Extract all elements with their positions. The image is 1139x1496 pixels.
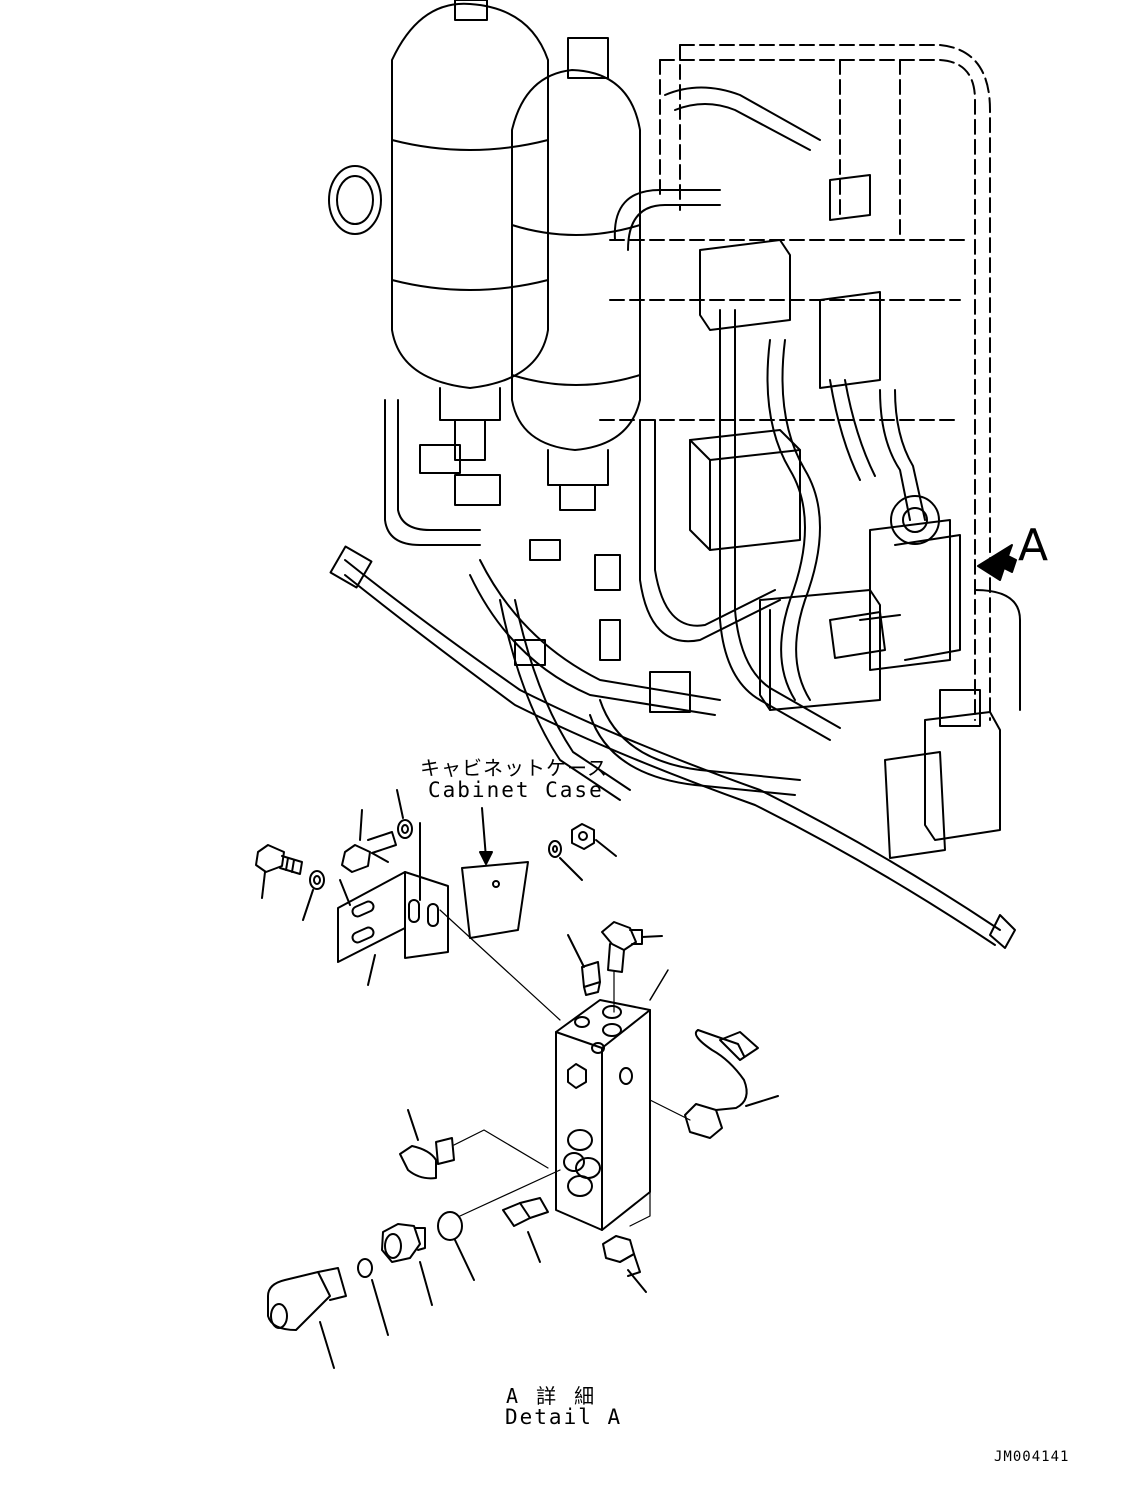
detail-a-label-jp: A 詳 細 <box>506 1384 598 1408</box>
straight-fitting-mid <box>502 1197 549 1263</box>
valve-block <box>555 969 669 1231</box>
pressure-sensor-harness <box>649 1029 779 1139</box>
elbow-fitting-top <box>601 921 663 1013</box>
cabinet-case-leader <box>481 807 487 859</box>
callout-arrow-a <box>977 544 1017 581</box>
washer-left <box>302 870 325 921</box>
valve-blocks <box>419 174 1021 859</box>
o-ring-large <box>437 1169 561 1281</box>
drawing-number: JM004141 <box>994 1449 1070 1465</box>
straight-fitting-top <box>567 934 601 996</box>
bolt-left <box>255 844 303 899</box>
hose-fitting <box>267 1267 347 1369</box>
callout-label-a: A <box>1018 520 1049 571</box>
hydraulic-assembly <box>328 0 1021 949</box>
accumulator-tank-rear <box>328 0 549 461</box>
accumulator-tank-front <box>511 37 641 511</box>
cabinet-case-label-en: Cabinet Case <box>428 778 604 802</box>
detail-a-label-en: Detail A <box>505 1405 623 1429</box>
washer-right <box>548 840 583 881</box>
washer-top <box>396 789 413 839</box>
detail-a-exploded-view <box>255 789 779 1369</box>
plug-fitting <box>602 1191 651 1293</box>
frame-and-tubes <box>599 44 991 721</box>
mounting-bracket <box>337 822 561 1021</box>
adapter-fitting <box>381 1223 433 1306</box>
cabinet-case-panel <box>461 861 529 939</box>
nut-right <box>571 823 617 857</box>
o-ring-small <box>357 1258 389 1336</box>
bolt-center <box>341 809 397 873</box>
piping <box>384 86 926 796</box>
long-hoses <box>329 545 1016 949</box>
elbow-fitting-left <box>399 1109 549 1180</box>
cabinet-case-label-jp: キャビネットケース <box>420 756 608 780</box>
